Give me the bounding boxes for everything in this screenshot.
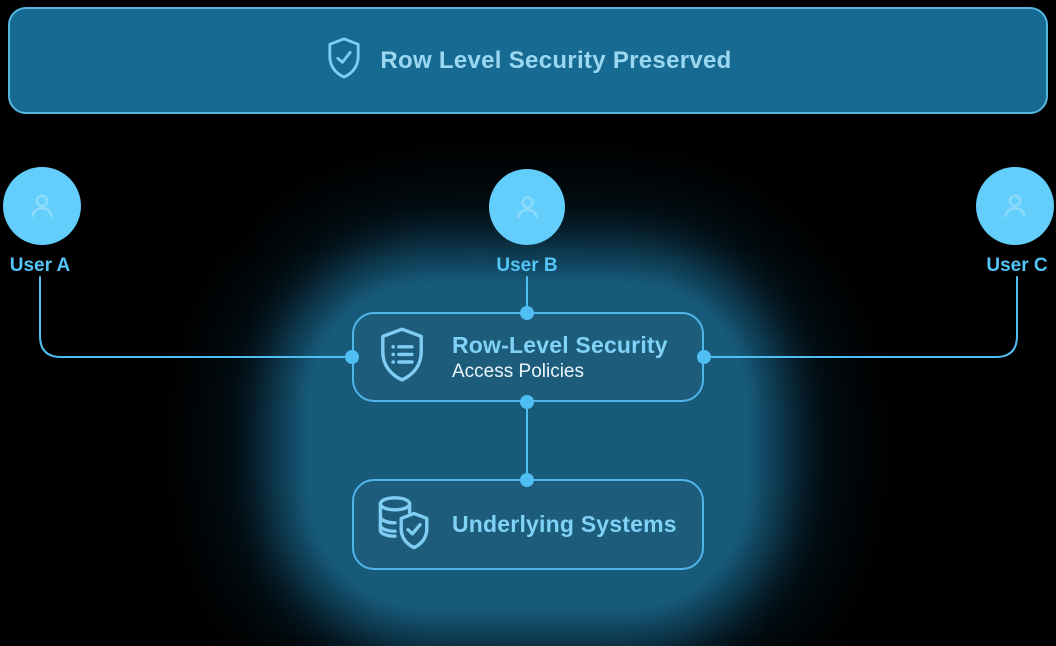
user-b-label: User B [496,255,558,276]
person-icon [516,195,538,218]
wire-user-c [703,276,1018,358]
person-icon [1004,194,1026,218]
user-c-avatar [976,167,1054,245]
user-c-label: User C [986,255,1048,276]
policy-node-subtitle: Access Policies [452,360,584,382]
user-b-avatar [489,169,565,245]
row-level-security-node: Row-Level Security Access Policies [352,312,704,402]
person-icon [31,194,53,218]
user-a-avatar [3,167,81,245]
shield-check-icon [324,36,364,85]
shield-list-icon [376,326,428,389]
wire-user-a [39,276,353,358]
systems-node-title: Underlying Systems [452,511,677,537]
policy-node-title: Row-Level Security [452,331,668,358]
banner-label: Row Level Security Preserved [380,46,732,74]
banner-row-level-security-preserved: Row Level Security Preserved [8,7,1048,114]
database-shield-icon [374,493,430,556]
user-a-label: User A [9,255,71,276]
underlying-systems-node: Underlying Systems [352,479,704,570]
